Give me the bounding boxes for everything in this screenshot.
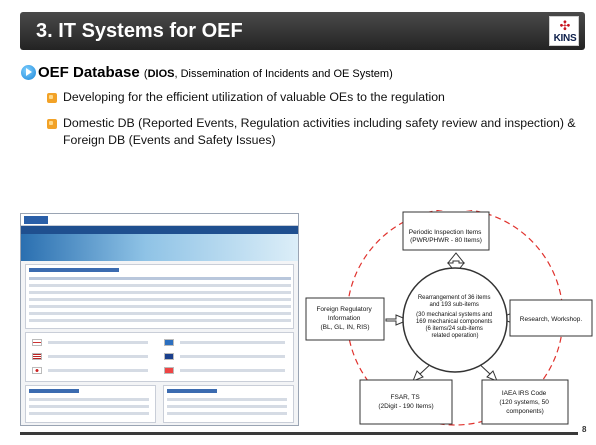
arrow-bullet-icon	[21, 65, 36, 80]
foreign-regulatory-box	[305, 297, 385, 341]
fsar-text: FSAR, TS (2Digit - 190 Items)	[378, 394, 433, 410]
heading-main: OEF Database	[38, 64, 140, 81]
section-heading: OEF Database (DIOS, Dissemination of Inc…	[38, 64, 393, 81]
bullet-item: Domestic DB (Reported Events, Regulation…	[63, 116, 576, 147]
square-bullet-icon	[47, 93, 57, 103]
page-number: 8	[582, 425, 587, 434]
center-circle	[402, 267, 508, 373]
research-box	[509, 299, 593, 337]
kins-logo: ✣ KINS	[549, 16, 579, 46]
fsar-box	[359, 379, 453, 425]
foreign-regulatory-text: Foreign Regulatory Information (BL, GL, …	[316, 306, 373, 331]
footer-line	[20, 432, 578, 435]
slide-title: 3. IT Systems for OEF	[36, 20, 243, 42]
periodic-inspection-text: Periodic Inspection Items (PWR/PHWR - 80…	[409, 229, 483, 244]
iaea-text: IAEA IRS Code (120 systems, 50 component…	[499, 390, 550, 415]
research-text: Research, Workshop.	[520, 316, 583, 323]
square-bullet-icon	[47, 119, 57, 129]
title-bar: 3. IT Systems for OEF ✣ KINS	[20, 12, 585, 50]
heading-subtitle: (DIOS, Dissemination of Incidents and OE…	[143, 68, 393, 80]
heading-abbrev: DIOS	[147, 68, 175, 80]
dios-website-screenshot	[20, 213, 299, 426]
periodic-inspection-box	[402, 211, 490, 251]
center-text: Rearrangement of 36 items and 193 sub-it…	[416, 295, 494, 339]
bullet-item: Developing for the efficient utilization…	[63, 90, 445, 104]
iaea-box	[481, 379, 569, 425]
logo-text: KINS	[553, 33, 577, 44]
oef-database-diagram: Rearrangement of 36 items and 193 sub-it…	[305, 210, 593, 426]
kins-emblem-icon: ✣	[559, 18, 571, 33]
